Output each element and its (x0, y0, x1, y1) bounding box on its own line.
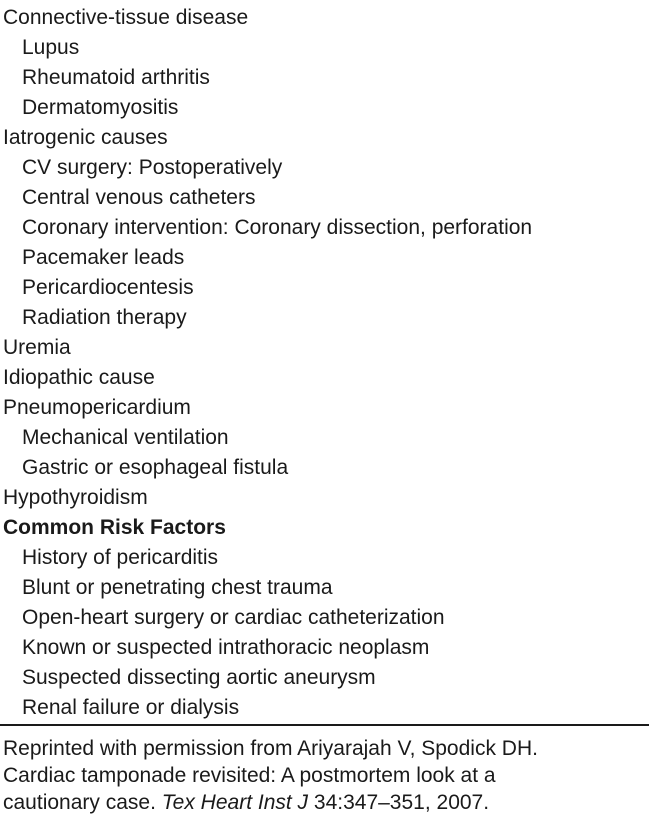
list-item: Iatrogenic causes (3, 126, 168, 149)
list-item: Pericardiocentesis (22, 276, 194, 299)
list-item: Gastric or esophageal fistula (22, 456, 289, 479)
list-item: History of pericarditis (22, 546, 219, 569)
list-item: Known or suspected intrathoracic neoplas… (22, 636, 430, 659)
list-item: Uremia (3, 336, 71, 359)
divider-rule (0, 724, 649, 726)
list-item: Rheumatoid arthritis (22, 66, 210, 89)
list-item: Open-heart surgery or cardiac catheteriz… (22, 606, 445, 629)
citation-line-1: Reprinted with permission from Ariyaraja… (3, 737, 538, 760)
list-item: Mechanical ventilation (22, 426, 229, 449)
list-item: CV surgery: Postoperatively (22, 156, 283, 179)
list-item: Central venous catheters (22, 186, 256, 209)
list-item: Lupus (22, 36, 80, 59)
list-item: Suspected dissecting aortic aneurysm (22, 666, 376, 689)
list-item: Radiation therapy (22, 306, 187, 329)
citation-line-3-prefix: cautionary case. (3, 791, 162, 814)
list-item: Blunt or penetrating chest trauma (22, 576, 333, 599)
citation-line-3: cautionary case. Tex Heart Inst J 34:347… (3, 789, 649, 815)
list-item: Coronary intervention: Coronary dissecti… (22, 216, 533, 239)
list-item: Renal failure or dialysis (22, 696, 240, 719)
journal-title-italic: Tex Heart Inst J (161, 791, 309, 814)
list-item: Connective-tissue disease (3, 6, 249, 29)
citation-line-2: Cardiac tamponade revisited: A postmorte… (3, 764, 496, 787)
list-item: Common Risk Factors (3, 516, 226, 539)
list-item: Pacemaker leads (22, 246, 185, 269)
citation-footnote: Reprinted with permission from Ariyaraja… (0, 726, 649, 815)
list-item: Dermatomyositis (22, 96, 179, 119)
list-item: Hypothyroidism (3, 486, 148, 509)
list-item: Idiopathic cause (3, 366, 155, 389)
citation-line-3-suffix: 34:347–351, 2007. (308, 791, 490, 814)
list-item: Pneumopericardium (3, 396, 191, 419)
